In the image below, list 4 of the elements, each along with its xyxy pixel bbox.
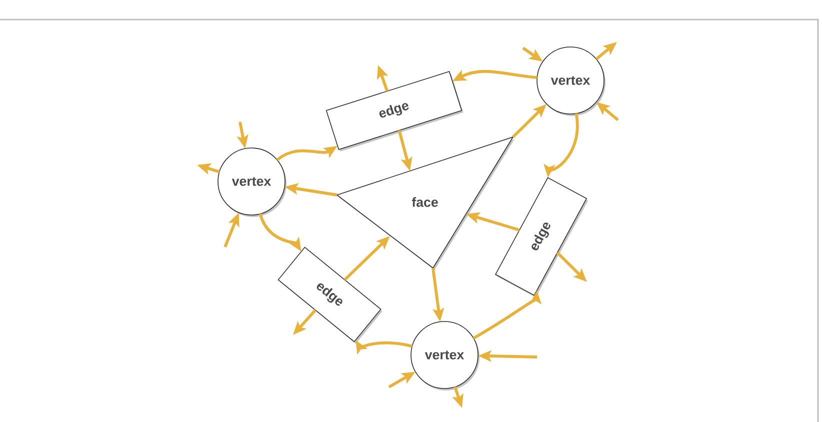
circle-node: vertex (218, 148, 287, 217)
rectangle-node: edge (494, 177, 588, 298)
circle-node: vertex (410, 321, 480, 390)
circle-node: vertex (536, 46, 606, 116)
